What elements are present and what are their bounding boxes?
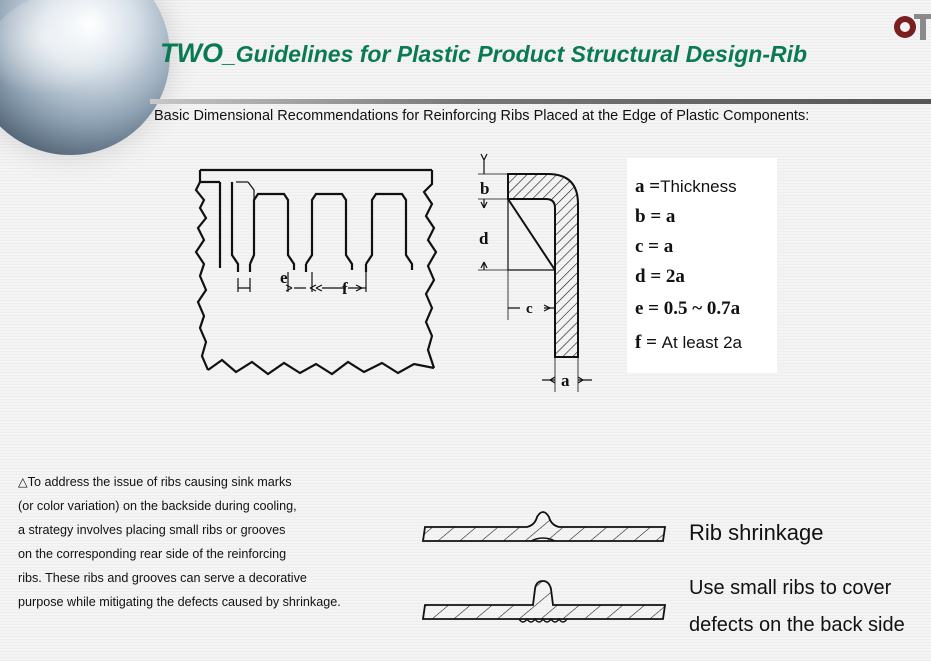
rib-layout-figure: e f — [194, 168, 438, 376]
small-ribs-label-line2: defects on the back side — [689, 614, 905, 636]
globe-decoration — [0, 0, 170, 155]
note-line: a strategy involves placing small ribs o… — [18, 523, 286, 537]
shrinkage-illustration — [421, 511, 667, 623]
dim-label-b: b — [480, 179, 489, 198]
dim-label-a: a — [561, 371, 570, 390]
relation-c: c = a — [635, 236, 674, 257]
edge-rib-section-figure: b d c a — [478, 153, 592, 392]
dim-label-c: c — [526, 301, 533, 317]
company-logo — [894, 14, 931, 40]
title-divider — [150, 99, 931, 104]
note-line: △To address the issue of ribs causing si… — [18, 475, 292, 489]
note-line: purpose while mitigating the defects cau… — [18, 595, 341, 609]
relation-thickness: a =Thickness — [635, 176, 737, 197]
sink-mark-note: △To address the issue of ribs causing si… — [18, 470, 413, 614]
title-lead: TWO — [160, 38, 223, 68]
slide-title: TWO_Guidelines for Plastic Product Struc… — [160, 38, 807, 69]
note-line: ribs. These ribs and grooves can serve a… — [18, 571, 307, 585]
note-line: on the corresponding rear side of the re… — [18, 547, 287, 561]
small-ribs-label-line1: Use small ribs to cover — [689, 577, 892, 599]
relation-e: e = 0.5 ~ 0.7a — [635, 298, 741, 319]
relation-f: f = At least 2a — [635, 332, 742, 353]
note-line: (or color variation) on the backside dur… — [18, 499, 297, 513]
title-rest: _Guidelines for Plastic Product Structur… — [222, 41, 808, 67]
dimension-relations: a =Thickness b = a c = a d = 2a e = 0.5 … — [627, 158, 777, 373]
dim-label-f: f — [342, 279, 348, 298]
dim-label-d: d — [479, 229, 489, 248]
slide-subtitle: Basic Dimensional Recommendations for Re… — [154, 108, 810, 124]
dim-label-e: e — [280, 268, 288, 287]
relation-b: b = a — [635, 206, 676, 227]
rib-shrinkage-label: Rib shrinkage — [689, 520, 824, 545]
relation-d: d = 2a — [635, 266, 685, 287]
